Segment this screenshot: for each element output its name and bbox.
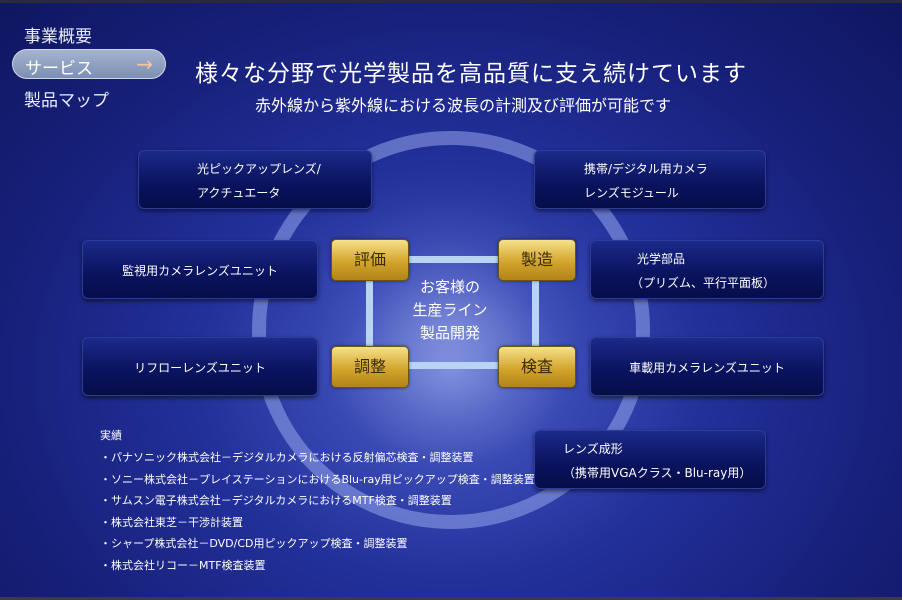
process-adjust: 調整 [331,346,409,388]
product-pickup-lens-line-2: アクチュエータ [197,186,281,200]
product-optical-parts-line-2: （プリズム、平行平面板） [631,276,776,290]
product-reflow-lens-label: リフローレンズユニット [134,361,266,375]
achievement-item: ・ソニー株式会社－プレイステーションにおけるBlu-ray用ピックアップ検査・調… [100,472,535,486]
arrow-right-icon: → [136,52,153,76]
product-mobile-camera-line-2: レンズモジュール [584,186,679,200]
process-manufacture: 製造 [498,239,576,281]
product-lens-molding-line-2: （携帯用VGAクラス・Blu-ray用） [563,466,752,480]
achievement-item: ・シャープ株式会社－DVD/CD用ピックアップ検査・調整装置 [100,537,408,550]
page-title: 様々な分野で光学製品を高品質に支え続けています [0,54,902,88]
process-evaluate: 評価 [331,239,409,281]
connector-left [366,258,373,368]
center-label-line-2: 生産ライン [412,301,488,319]
nav-item-business-overview[interactable]: 事業概要 [24,27,92,47]
page-subtitle: 赤外線から紫外線における波長の計測及び評価が可能です [0,92,902,116]
nav-item-product-map[interactable]: 製品マップ [24,91,109,111]
connector-right [532,258,539,368]
achievement-item: ・サムスン電子株式会社－デジタルカメラにおけるMTF検査・調整装置 [100,494,452,507]
achievement-item: ・株式会社リコー－MTF検査装置 [100,558,266,572]
achievement-item: ・株式会社東芝－干渉計装置 [100,515,243,529]
page-title-text: 様々な分野で光学製品を高品質に支え続けています [195,61,747,87]
product-surveillance-lens[interactable]: 監視用カメラレンズユニット [82,240,318,299]
product-optical-parts[interactable]: 光学部品 （プリズム、平行平面板） [590,240,824,299]
center-label-line-1: お客様の [419,278,480,296]
product-pickup-lens[interactable]: 光ピックアップレンズ/ アクチュエータ [138,150,372,209]
nav-item-services[interactable]: サービス → [12,49,166,79]
connector-top [368,256,538,263]
top-frame [0,0,902,3]
achievements-heading: 実績 [100,429,122,442]
product-automotive-lens-label: 車載用カメラレンズユニット [629,361,785,375]
bottom-frame [0,597,902,600]
nav-item-services-label: サービス [25,59,93,79]
product-pickup-lens-line-1: 光ピックアップレンズ/ [197,162,321,176]
product-surveillance-lens-label: 監視用カメラレンズユニット [122,264,278,278]
center-label-line-3: 製品開発 [419,324,480,342]
product-mobile-camera[interactable]: 携帯/デジタル用カメラ レンズモジュール [534,150,766,209]
process-inspect: 検査 [498,346,576,388]
product-mobile-camera-line-1: 携帯/デジタル用カメラ [584,162,708,176]
connector-bottom [368,362,538,369]
product-automotive-lens[interactable]: 車載用カメラレンズユニット [590,337,824,396]
product-reflow-lens[interactable]: リフローレンズユニット [82,337,318,396]
center-label: お客様の 生産ライン 製品開発 [400,276,500,345]
product-lens-molding-line-1: レンズ成形 [563,442,623,456]
achievement-item: ・パナソニック株式会社－デジタルカメラにおける反射偏芯検査・調整装置 [100,451,474,464]
page-subtitle-text: 赤外線から紫外線における波長の計測及び評価が可能です [254,96,671,115]
product-lens-molding[interactable]: レンズ成形 （携帯用VGAクラス・Blu-ray用） [534,430,766,489]
product-optical-parts-line-1: 光学部品 [637,252,686,266]
achievements-list: 実績 ・パナソニック株式会社－デジタルカメラにおける反射偏芯検査・調整装置 ・ソ… [100,427,535,578]
